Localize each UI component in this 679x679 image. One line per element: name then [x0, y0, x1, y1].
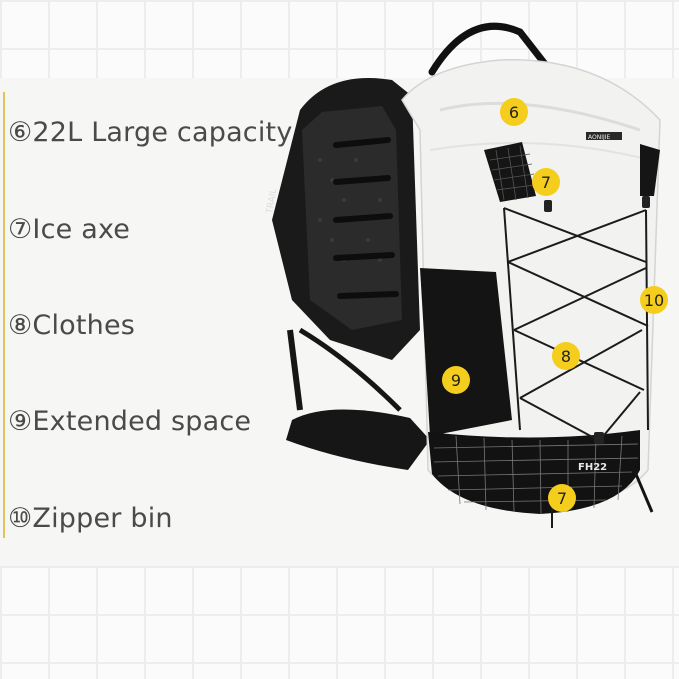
marker-8: 8: [552, 342, 580, 370]
label-extended-space: ⑨Extended space: [8, 406, 252, 437]
svg-text:7: 7: [541, 173, 551, 192]
svg-text:8: 8: [561, 347, 571, 366]
svg-text:6: 6: [509, 103, 519, 122]
svg-text:AONIJIE: AONIJIE: [588, 134, 611, 141]
brand-tag: [586, 132, 622, 140]
marker-6: 6: [500, 98, 528, 126]
accent-line: [3, 92, 5, 538]
grid-pattern-top: [0, 0, 679, 78]
label-ice-axe: ⑦Ice axe: [8, 214, 131, 245]
hip-belt: [286, 409, 430, 470]
grid-pattern-bottom: [0, 566, 679, 679]
label-zipper-bin: ⑩Zipper bin: [8, 503, 173, 534]
top-handle: [428, 22, 549, 76]
marker-7-top: 7: [532, 168, 560, 196]
marker-10: 10: [640, 286, 668, 314]
label-22l-capacity: ⑥22L Large capacity: [8, 117, 293, 148]
marker-7-bottom: 7: [548, 484, 576, 512]
svg-text:7: 7: [557, 489, 567, 508]
extended-space-pocket: [420, 268, 512, 436]
label-clothes: ⑧Clothes: [8, 310, 136, 341]
svg-text:10: 10: [644, 291, 664, 310]
svg-text:TRAIL: TRAIL: [265, 188, 279, 216]
marker-9: 9: [442, 366, 470, 394]
svg-text:9: 9: [451, 371, 461, 390]
mesh-pocket-right: [640, 144, 660, 196]
bungee-cords: [503, 207, 649, 528]
feature-labels: ⑥22L Large capacity ⑦Ice axe ⑧Clothes ⑨E…: [0, 0, 300, 679]
model-mark: FH22: [578, 462, 607, 473]
bottom-grid-panel: [428, 430, 640, 514]
